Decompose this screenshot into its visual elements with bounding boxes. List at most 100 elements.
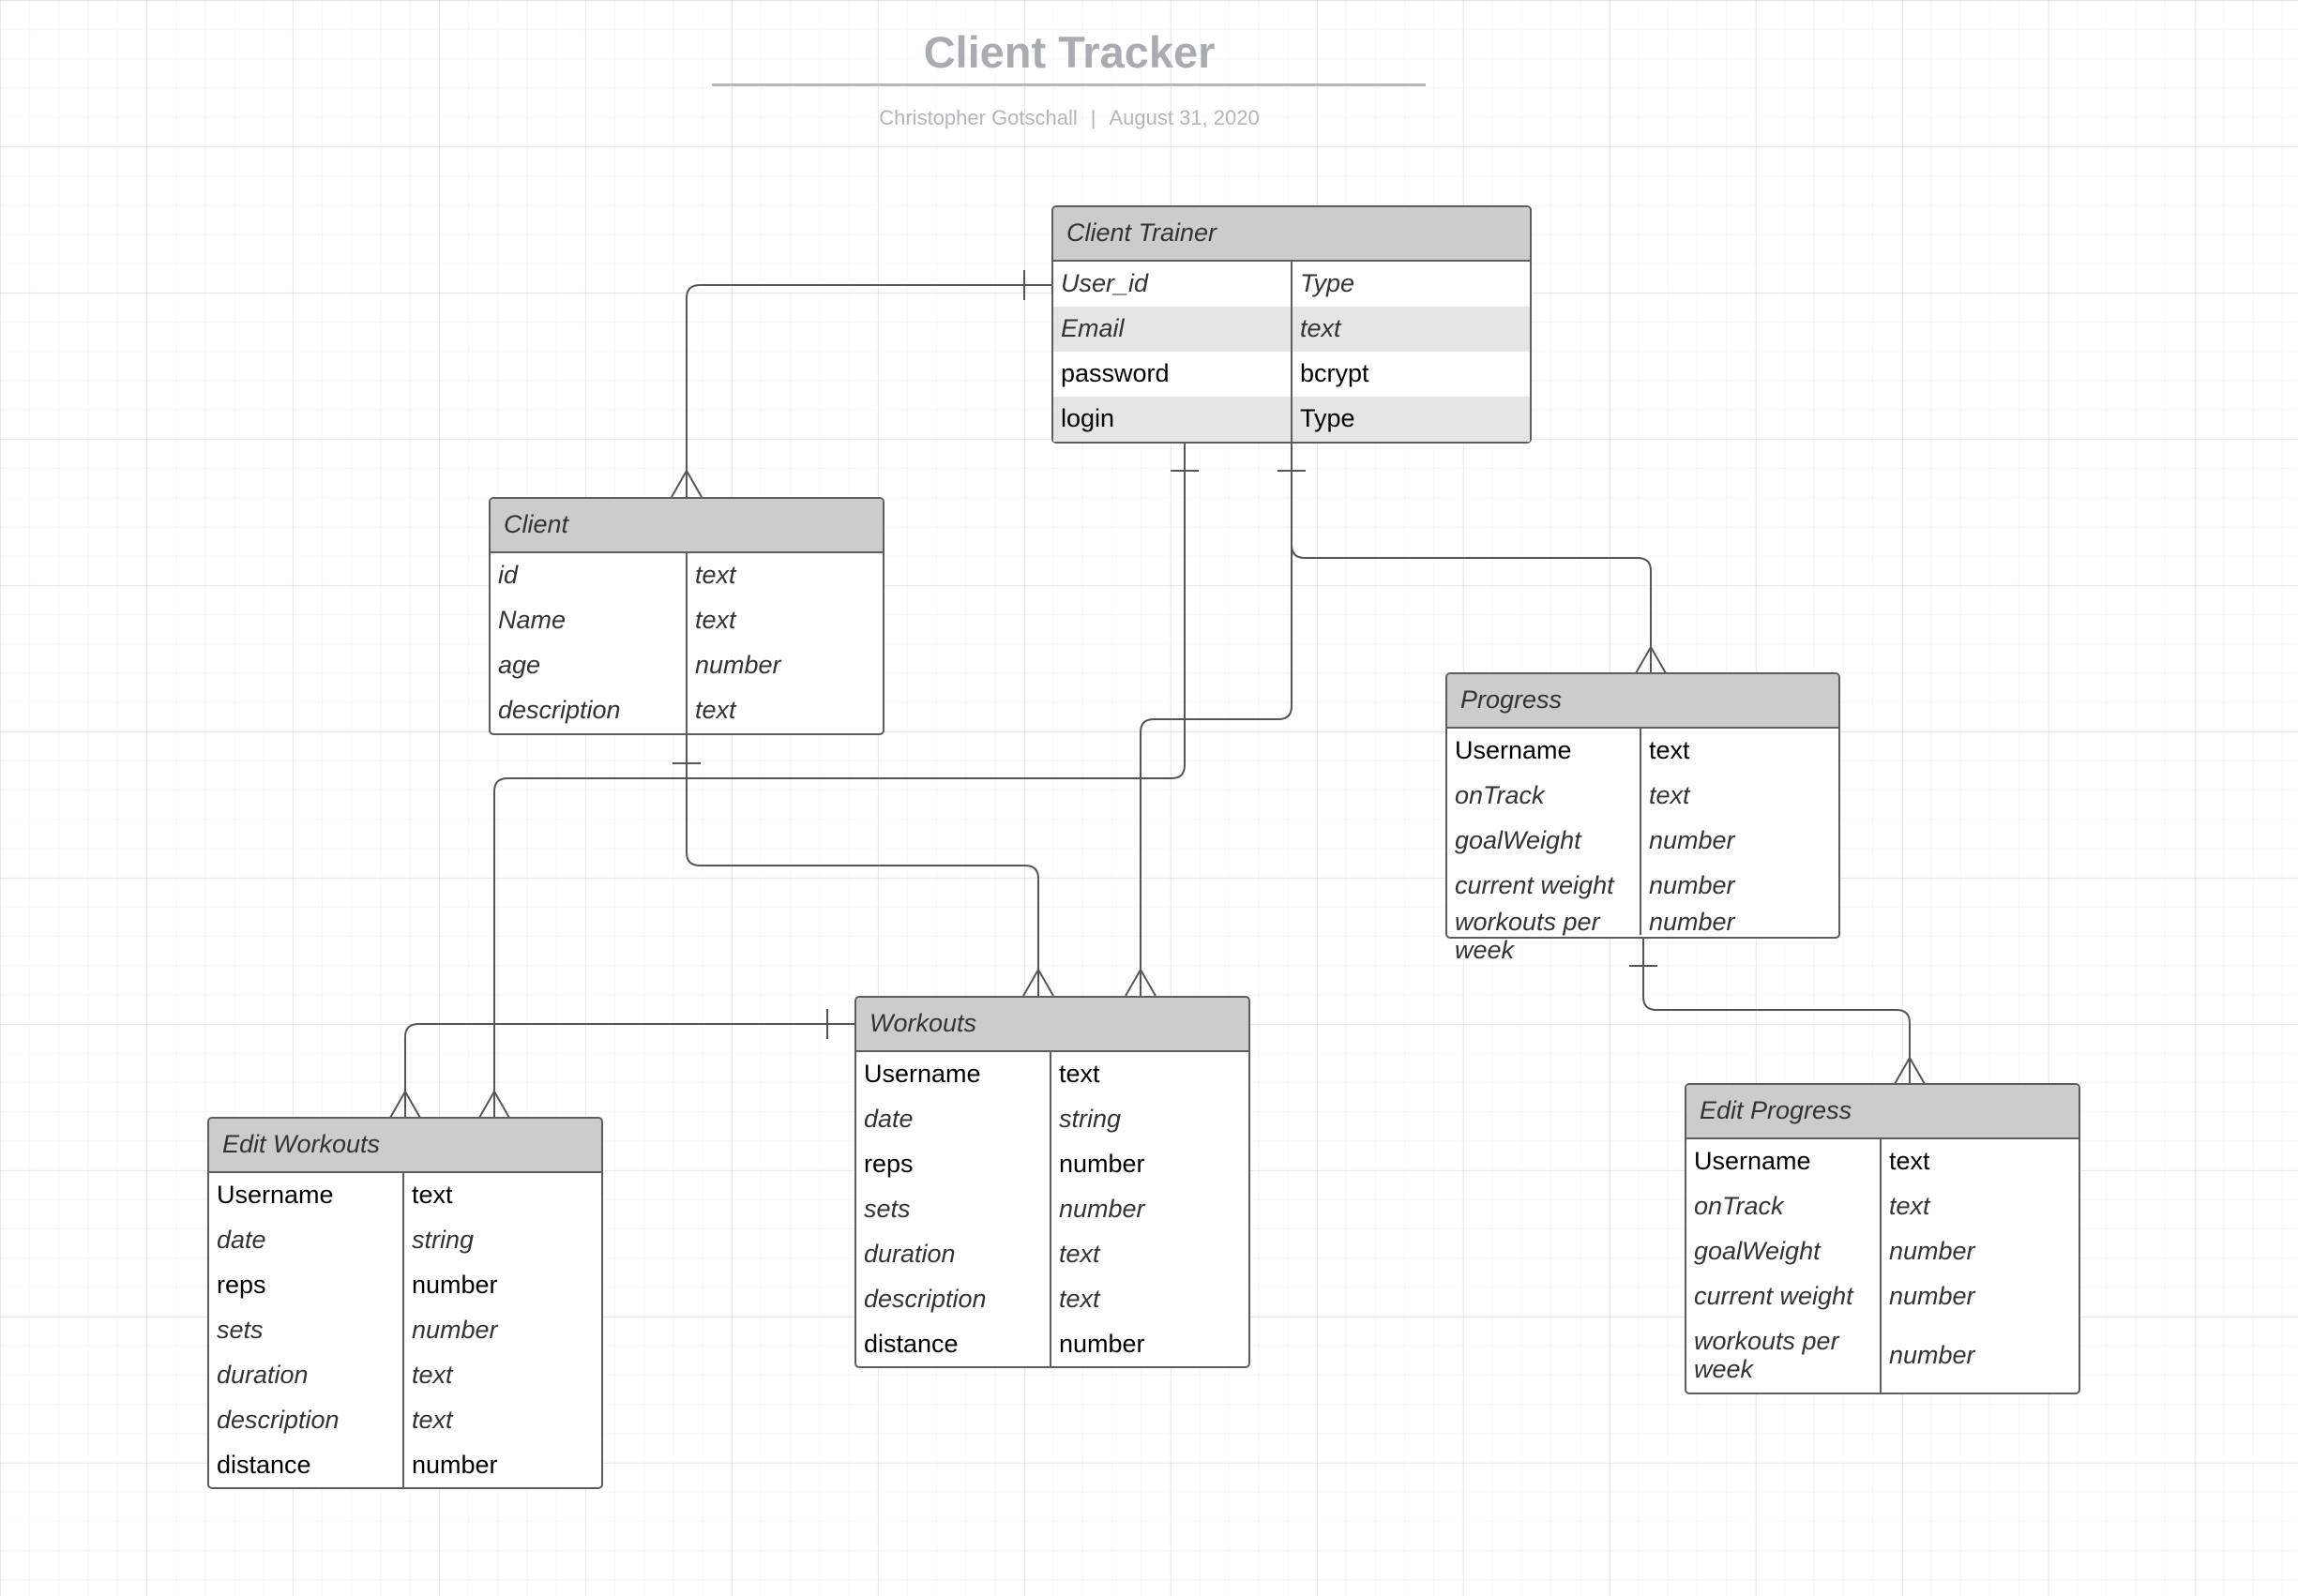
- field-row: goalWeight number: [1686, 1229, 2079, 1274]
- field-row: current weight number: [1447, 864, 1838, 909]
- entity-title: Edit Progress: [1686, 1085, 2079, 1139]
- entity-edit-workouts[interactable]: Edit Workouts Username text date string …: [207, 1117, 603, 1489]
- field-name: onTrack: [1686, 1184, 1882, 1229]
- field-type: text: [695, 606, 736, 635]
- field-name: description: [209, 1398, 404, 1443]
- entity-title: Workouts: [856, 998, 1248, 1052]
- field-type: number: [1889, 1341, 1975, 1370]
- field-row: reps number: [856, 1142, 1248, 1187]
- field-row: description text: [856, 1277, 1248, 1322]
- field-name: duration: [856, 1232, 1051, 1277]
- field-name: User_id: [1053, 262, 1293, 307]
- field-name: current weight: [1686, 1274, 1882, 1319]
- field-type: text: [412, 1406, 453, 1435]
- title-divider: [712, 83, 1426, 86]
- many-marker-workouts-edit-workouts: [389, 1089, 421, 1119]
- field-row: onTrack text: [1686, 1184, 2079, 1229]
- field-name: id: [491, 553, 688, 598]
- entity-progress[interactable]: Progress Username text onTrack text goal…: [1445, 672, 1840, 964]
- field-row: onTrack text: [1447, 774, 1838, 819]
- many-marker-trainer-progress: [1635, 644, 1667, 674]
- entity-title: Progress: [1447, 674, 1838, 729]
- field-name: goalWeight: [1447, 819, 1641, 864]
- field-row: current weight number: [1686, 1274, 2079, 1319]
- field-type: number: [1059, 1150, 1145, 1179]
- field-name: Username: [1686, 1139, 1882, 1184]
- entity-title: Client: [491, 499, 883, 553]
- field-row: date string: [209, 1218, 601, 1263]
- field-name: distance: [856, 1322, 1051, 1367]
- field-type: text: [1889, 1147, 1930, 1176]
- field-name: Username: [1447, 729, 1641, 774]
- field-row: duration text: [209, 1353, 601, 1398]
- entity-edit-progress[interactable]: Edit Progress Username text onTrack text…: [1685, 1083, 2080, 1394]
- field-row: description text: [209, 1398, 601, 1443]
- field-row: date string: [856, 1097, 1248, 1142]
- field-row: workouts per week number: [1447, 908, 1838, 963]
- field-name: Username: [209, 1173, 404, 1218]
- entity-client[interactable]: Client id text Name text age number desc…: [489, 497, 884, 735]
- connector-trainer-workouts: [1140, 443, 1293, 996]
- field-row: distance number: [209, 1443, 601, 1488]
- entity-workouts[interactable]: Workouts Username text date string reps …: [854, 996, 1250, 1368]
- many-marker-trainer-workouts: [1125, 967, 1157, 997]
- field-type: text: [695, 561, 736, 590]
- connector-trainer-client: [686, 284, 1052, 497]
- many-marker-trainer-client: [671, 468, 703, 498]
- connector-trainer-progress: [1291, 471, 1652, 673]
- field-row: age number: [491, 643, 883, 688]
- field-type: number: [1889, 1282, 1975, 1311]
- field-name: sets: [856, 1187, 1051, 1232]
- field-row: reps number: [209, 1263, 601, 1308]
- field-type: text: [1649, 781, 1690, 810]
- field-type: text: [1059, 1285, 1100, 1314]
- field-type: string: [412, 1226, 475, 1255]
- field-type: Type: [1300, 404, 1355, 433]
- entity-title: Client Trainer: [1053, 207, 1530, 262]
- connector-workouts-edit-workouts: [404, 1023, 855, 1118]
- field-name: Email: [1053, 307, 1293, 352]
- field-row: description text: [491, 688, 883, 733]
- field-type: number: [695, 651, 781, 680]
- field-row: goalWeight number: [1447, 819, 1838, 864]
- field-type: number: [1649, 908, 1735, 936]
- subtitle-separator: |: [1090, 106, 1096, 129]
- field-type: Type: [1300, 269, 1355, 298]
- field-name: distance: [209, 1443, 404, 1488]
- field-name: date: [856, 1097, 1051, 1142]
- field-name: Username: [856, 1052, 1051, 1097]
- field-type: text: [1889, 1192, 1930, 1221]
- field-row: id text: [491, 553, 883, 598]
- field-name: description: [491, 688, 688, 733]
- diagram-date: August 31, 2020: [1109, 106, 1260, 129]
- field-type: number: [1889, 1237, 1975, 1266]
- field-row: Username text: [856, 1052, 1248, 1097]
- many-marker-progress-edit-progress: [1894, 1055, 1926, 1085]
- field-row: Username text: [1447, 729, 1838, 774]
- field-name: reps: [856, 1142, 1051, 1187]
- entity-title: Edit Workouts: [209, 1119, 601, 1173]
- field-row: distance number: [856, 1322, 1248, 1367]
- field-name: duration: [209, 1353, 404, 1398]
- field-name: date: [209, 1218, 404, 1263]
- field-name: password: [1053, 352, 1293, 397]
- field-row: password bcrypt: [1053, 352, 1530, 397]
- field-name: login: [1053, 397, 1293, 442]
- field-row: sets number: [856, 1187, 1248, 1232]
- field-type: number: [412, 1271, 498, 1300]
- field-name: workouts per week: [1686, 1319, 1882, 1393]
- field-name: age: [491, 643, 688, 688]
- many-marker-client-workouts: [1022, 967, 1054, 997]
- entity-client-trainer[interactable]: Client Trainer User_id Type Email text p…: [1051, 205, 1532, 444]
- field-type: number: [1649, 871, 1735, 900]
- connector-client-workouts: [686, 733, 1039, 996]
- field-name: onTrack: [1447, 774, 1641, 819]
- connector-progress-edit-progress: [1642, 938, 1911, 1084]
- subtitle: Christopher Gotschall|August 31, 2020: [713, 106, 1426, 130]
- many-marker-trainer-edit-workouts: [478, 1089, 510, 1119]
- field-type: text: [1649, 736, 1690, 765]
- field-type: string: [1059, 1105, 1122, 1134]
- field-name: goalWeight: [1686, 1229, 1882, 1274]
- field-row: Username text: [209, 1173, 601, 1218]
